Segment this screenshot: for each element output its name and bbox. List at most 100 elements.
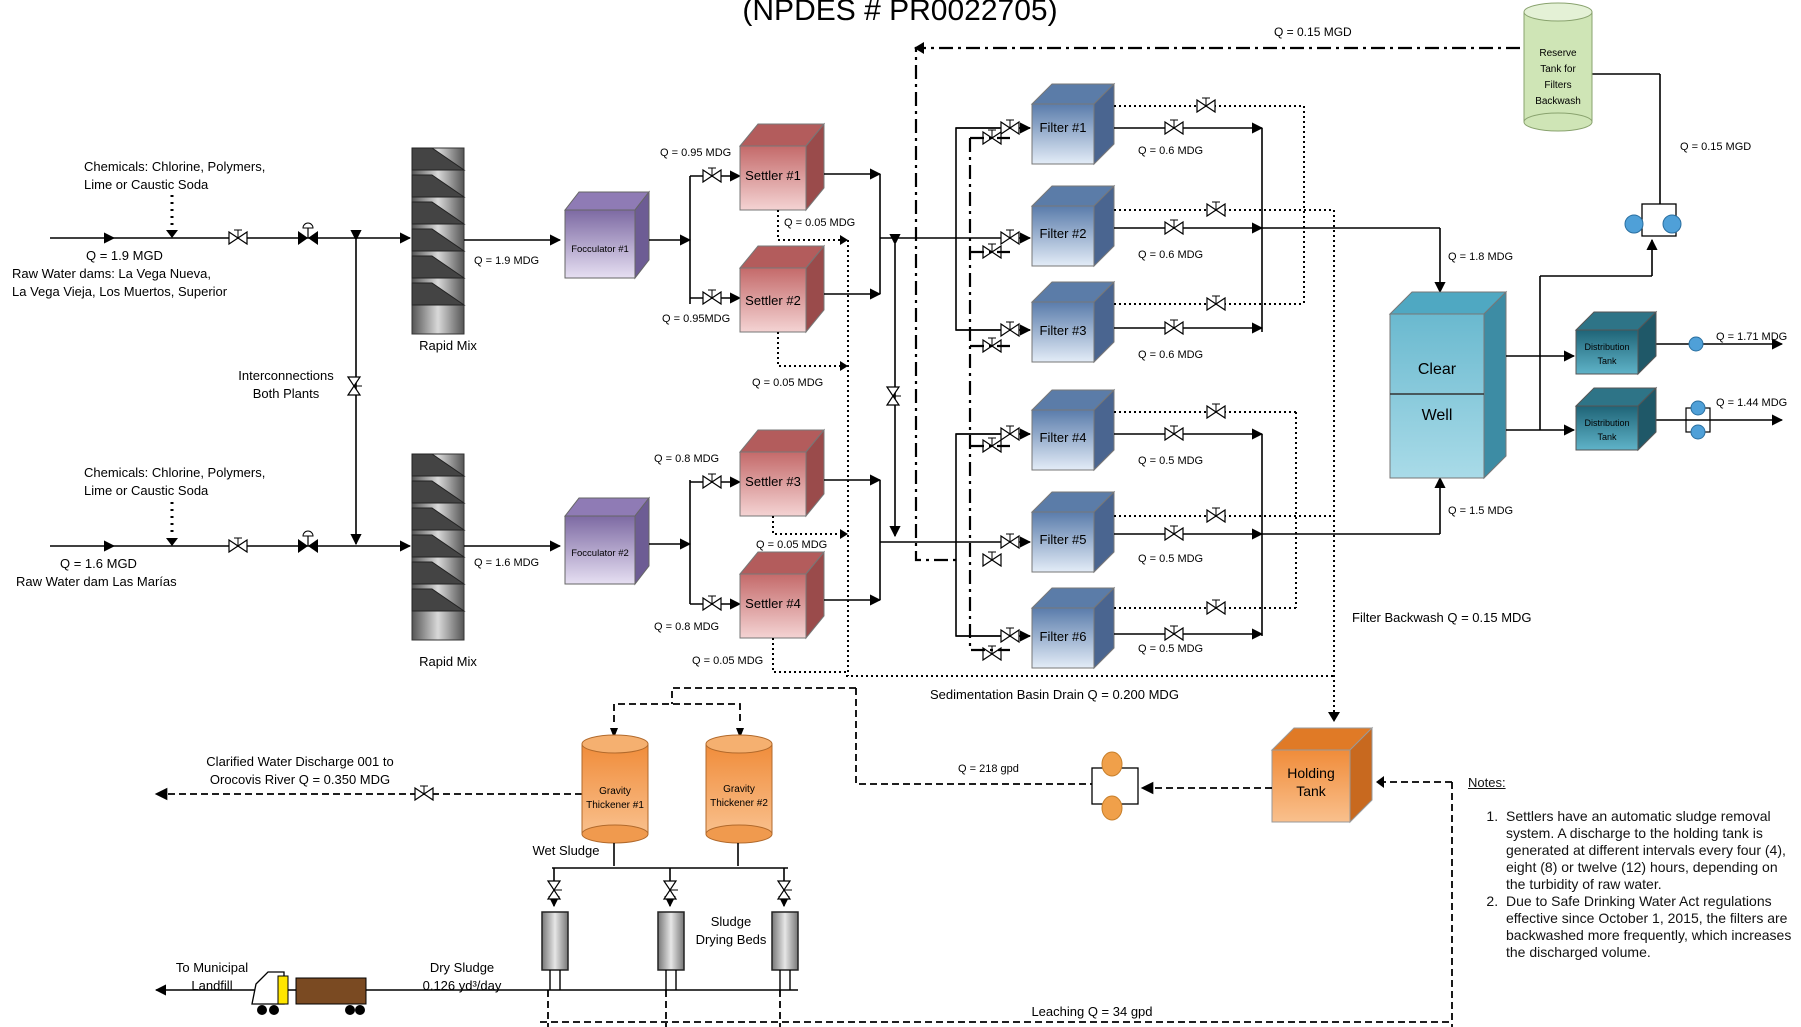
pump-flow: Q = 218 gpd	[958, 763, 1019, 775]
raw-top-control-valve-icon	[297, 222, 319, 246]
sludge-pump-icon	[1091, 751, 1139, 821]
distribution-1-outflow: Q = 1.71 MDG	[1716, 331, 1787, 343]
dry-sludge-label-1: Dry Sludge	[430, 960, 494, 975]
raw-bottom-flow: Q = 1.6 MGD	[60, 556, 137, 571]
dump-truck-icon	[251, 971, 367, 1015]
settler-1: Settler #1	[738, 122, 826, 212]
rapid-bottom-flow: Q = 1.6 MDG	[474, 557, 539, 569]
drying-beds-label-2: Drying Beds	[696, 932, 767, 947]
input-labels: Chemicals: Chlorine, Polymers, Lime or C…	[12, 159, 334, 589]
thickener-2-label-1: Gravity	[723, 784, 755, 795]
settler-3-label: Settler #3	[745, 474, 801, 489]
clarified-discharge-label-1: Clarified Water Discharge 001 to	[206, 754, 393, 769]
rapid-mix-bottom	[411, 453, 466, 641]
chemicals-bottom-label-1: Chemicals: Chlorine, Polymers,	[84, 465, 265, 480]
settler-2: Settler #2	[738, 244, 826, 334]
raw-top-valve-icon	[228, 229, 248, 245]
sedimentation-drain-label: Sedimentation Basin Drain Q = 0.200 MDG	[930, 687, 1179, 702]
chemicals-top-label-1: Chemicals: Chlorine, Polymers,	[84, 159, 265, 174]
note-item-1: Settlers have an automatic sludge remova…	[1502, 808, 1793, 893]
flocculator-2-label: Focculator #2	[571, 548, 629, 559]
filter-2: Filter #2	[1030, 184, 1116, 268]
reserve-tank: Reserve Tank for Filters Backwash	[1523, 2, 1593, 132]
drying-beds-label-1: Sludge	[711, 914, 751, 929]
rapid-mix-bottom-label: Rapid Mix	[419, 654, 477, 669]
settler-4-flow: Q = 0.8 MDG	[654, 621, 719, 633]
chemicals-top-label-2: Lime or Caustic Soda	[84, 177, 209, 192]
notes-title: Notes:	[1468, 775, 1506, 790]
interconnection-label-2: Both Plants	[253, 386, 320, 401]
raw-bottom-control-valve-icon	[297, 530, 319, 554]
distribution-tank-2: Distribution Tank	[1574, 386, 1658, 452]
filter-6: Filter #6	[1030, 586, 1116, 670]
reserve-return-flow: Q = 0.15 MGD	[1680, 141, 1751, 153]
filter-1: Filter #1	[1030, 82, 1116, 166]
backwash-pump-icon	[1624, 203, 1682, 237]
raw-bottom-valve-icon	[228, 537, 248, 553]
reserve-label-3: Filters	[1544, 80, 1571, 91]
settler-3-flow: Q = 0.8 MDG	[654, 453, 719, 465]
settler-1-drain-flow: Q = 0.05 MDG	[784, 217, 855, 229]
interconnection-label-1: Interconnections	[238, 368, 334, 383]
thickener-1-label-1: Gravity	[599, 786, 631, 797]
distribution-tank-1: Distribution Tank	[1574, 310, 1658, 376]
distribution-tank-2-label-1: Distribution	[1584, 418, 1629, 428]
clear-well-bottom-inflow: Q = 1.5 MDG	[1448, 505, 1513, 517]
filter-1-label: Filter #1	[1040, 120, 1087, 135]
chemicals-bottom-label-2: Lime or Caustic Soda	[84, 483, 209, 498]
filter-backwash-label: Filter Backwash Q = 0.15 MDG	[1352, 610, 1532, 625]
holding-tank-label-1: Holding	[1287, 765, 1334, 781]
settler-4: Settler #4	[738, 550, 826, 640]
rapid-top-flow: Q = 1.9 MDG	[474, 255, 539, 267]
filter-2-flow: Q = 0.6 MDG	[1138, 249, 1203, 261]
settler-4-label: Settler #4	[745, 596, 801, 611]
filter-6-label: Filter #6	[1040, 629, 1087, 644]
settler-2-flow: Q = 0.95MDG	[662, 313, 730, 325]
settler-3: Settler #3	[738, 428, 826, 518]
distribution-2-outflow: Q = 1.44 MDG	[1716, 397, 1787, 409]
gravity-thickener-2: Gravity Thickener #2	[705, 734, 773, 844]
filter-6-flow: Q = 0.5 MDG	[1138, 643, 1203, 655]
settler-2-drain-flow: Q = 0.05 MDG	[752, 377, 823, 389]
clear-well: Clear Well	[1388, 290, 1508, 480]
sludge-drying-beds	[541, 911, 799, 971]
filter-4-label: Filter #4	[1040, 430, 1087, 445]
thickener-2-label-2: Thickener #2	[710, 798, 768, 809]
clarified-discharge-label-2: Orocovis River Q = 0.350 MDG	[210, 772, 390, 787]
filter-4-flow: Q = 0.5 MDG	[1138, 455, 1203, 467]
filter-5-label: Filter #5	[1040, 532, 1087, 547]
clear-well-label-2: Well	[1422, 407, 1453, 424]
flocculator-1: Focculator #1	[563, 190, 651, 280]
filter-5-flow: Q = 0.5 MDG	[1138, 553, 1203, 565]
rapid-mix-top-label: Rapid Mix	[419, 338, 477, 353]
wet-sludge-label: Wet Sludge	[533, 843, 600, 858]
reserve-label-1: Reserve	[1539, 48, 1577, 59]
settler-2-label: Settler #2	[745, 293, 801, 308]
filter-1-flow: Q = 0.6 MDG	[1138, 145, 1203, 157]
settler-1-label: Settler #1	[745, 168, 801, 183]
holding-tank-label-2: Tank	[1296, 783, 1327, 799]
distribution-tank-2-label-2: Tank	[1597, 432, 1617, 442]
note-item-2: Due to Safe Drinking Water Act regulatio…	[1502, 893, 1793, 961]
distribution-tank-1-label-2: Tank	[1597, 356, 1617, 366]
flocculator-1-label: Focculator #1	[571, 244, 629, 255]
clear-well-label-1: Clear	[1418, 361, 1457, 378]
filter-group: Filter #1 Filter #2 Filter #3 Filter #4 …	[1030, 82, 1116, 670]
distribution-pump-icon	[1685, 336, 1711, 440]
settler-4-drain-flow: Q = 0.05 MDG	[692, 655, 763, 667]
rapid-mix-top	[411, 147, 466, 335]
leaching-label: Leaching Q = 34 gpd	[1031, 1004, 1152, 1019]
settler-3-drain-flow: Q = 0.05 MDG	[756, 539, 827, 551]
filter-3-flow: Q = 0.6 MDG	[1138, 349, 1203, 361]
thickener-1-label-2: Thickener #1	[586, 800, 644, 811]
dry-sludge-label-2: 0.126 yd³/day	[423, 978, 502, 993]
notes-panel: Notes: Settlers have an automatic sludge…	[1468, 775, 1793, 961]
interconnection-valve-icon	[347, 376, 363, 396]
holding-tank: Holding Tank	[1270, 726, 1374, 824]
filter-3: Filter #3	[1030, 280, 1116, 364]
diagram-title: (NPDES # PR0022705)	[742, 0, 1057, 27]
reserve-label-4: Backwash	[1535, 96, 1581, 107]
gravity-thickener-1: Gravity Thickener #1	[581, 734, 649, 844]
reserve-label-2: Tank for	[1540, 64, 1576, 75]
filter-4: Filter #4	[1030, 388, 1116, 472]
